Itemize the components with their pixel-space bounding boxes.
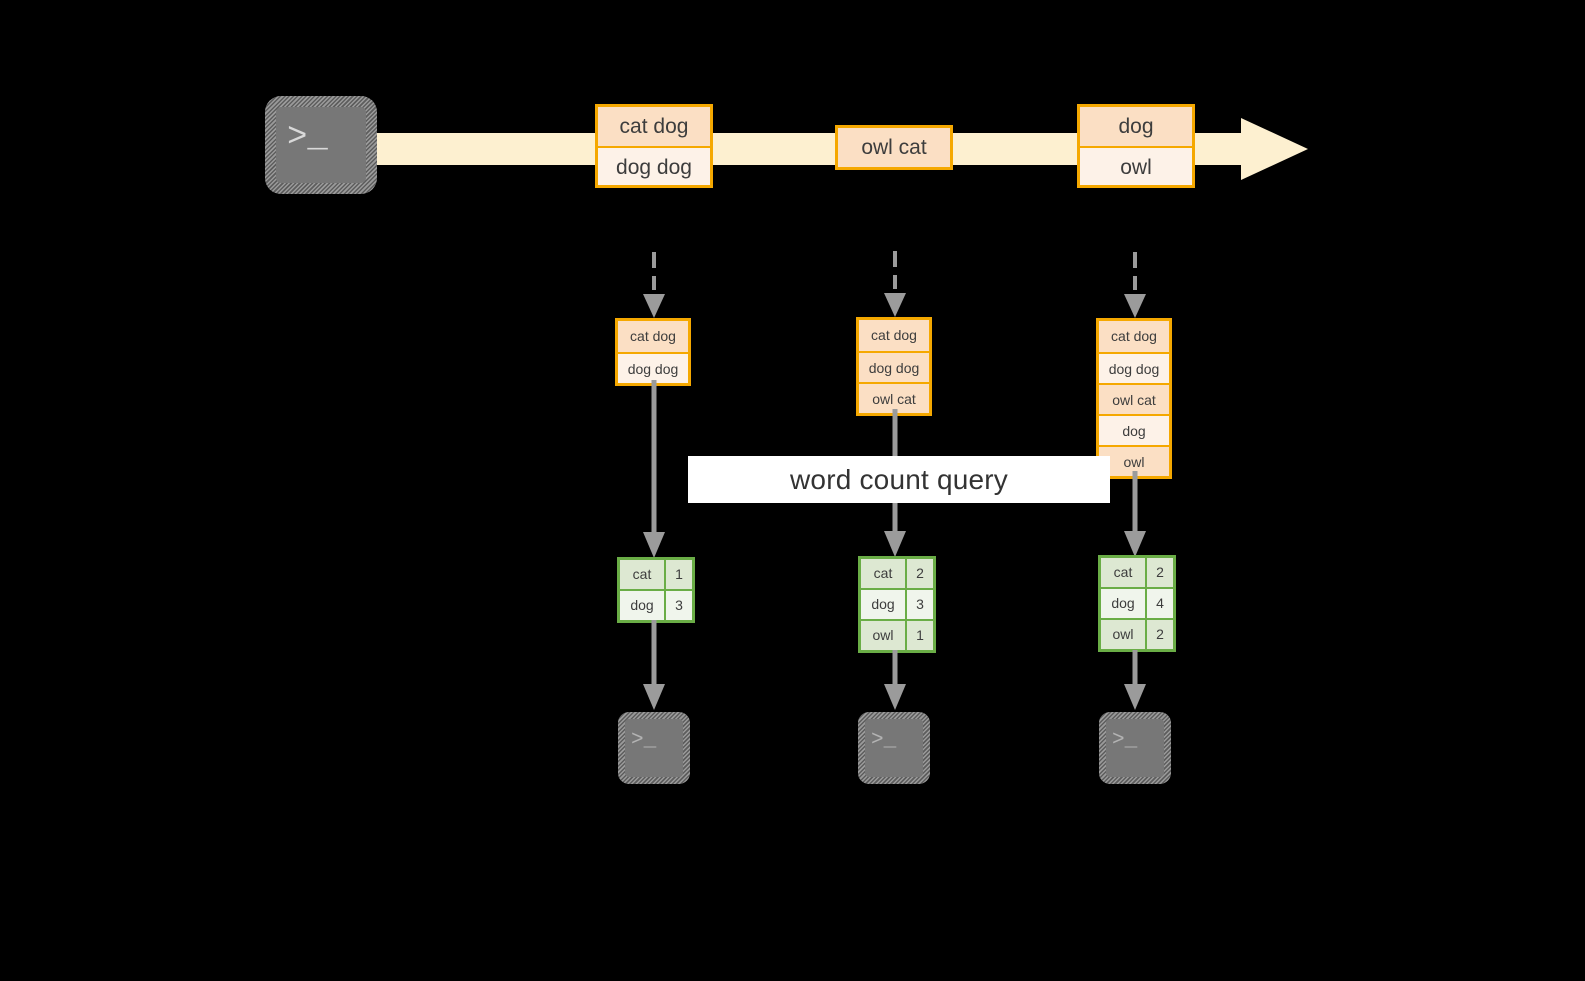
dashed-drop-arrow — [1124, 252, 1146, 318]
terminal-hatch-border — [265, 96, 377, 194]
accumulated-stack: cat dog dog dog — [615, 318, 691, 386]
sink-terminal-icon: >_ — [618, 712, 690, 784]
stack-row: dog dog — [618, 352, 688, 383]
result-count: 3 — [905, 590, 933, 619]
result-count: 1 — [905, 621, 933, 650]
terminal-prompt-glyph: >_ — [1112, 729, 1138, 752]
accumulated-stack: cat dog dog dog owl cat — [856, 317, 932, 416]
result-count: 2 — [1145, 620, 1173, 649]
query-label-text: word count query — [790, 463, 1008, 495]
stack-row: dog — [1099, 414, 1169, 445]
terminal-prompt-glyph: >_ — [287, 119, 328, 157]
table-row: cat 2 — [1101, 558, 1173, 587]
accumulated-stack: cat dog dog dog owl cat dog owl — [1096, 318, 1172, 479]
timeline-event-box: owl cat — [835, 125, 953, 170]
result-table: cat 2 dog 4 owl 2 — [1098, 555, 1176, 652]
result-word: cat — [1101, 558, 1145, 587]
terminal-prompt-glyph: >_ — [631, 729, 657, 752]
table-row: dog 3 — [620, 589, 692, 620]
terminal-hatch-border — [618, 712, 690, 784]
result-count: 4 — [1145, 589, 1173, 618]
event-line: owl — [1080, 146, 1192, 185]
sink-terminal-icon: >_ — [858, 712, 930, 784]
table-row: owl 2 — [1101, 618, 1173, 649]
sink-terminal-icon: >_ — [1099, 712, 1171, 784]
result-word: cat — [861, 559, 905, 588]
result-count: 2 — [905, 559, 933, 588]
event-line: dog — [1080, 107, 1192, 146]
timeline-event-box: dog owl — [1077, 104, 1195, 188]
table-row: cat 1 — [620, 560, 692, 589]
result-word: dog — [620, 591, 664, 620]
stack-row: cat dog — [859, 320, 929, 351]
result-word: owl — [861, 621, 905, 650]
result-table: cat 1 dog 3 — [617, 557, 695, 623]
dashed-drop-arrow — [884, 251, 906, 317]
stack-row: dog dog — [1099, 352, 1169, 383]
sink-connector-arrow — [1124, 650, 1146, 710]
result-word: dog — [861, 590, 905, 619]
source-terminal-icon: >_ — [265, 96, 377, 194]
event-line: cat dog — [598, 107, 710, 146]
query-connector-arrow — [643, 380, 665, 558]
stack-row: cat dog — [1099, 321, 1169, 352]
result-count: 1 — [664, 560, 692, 589]
terminal-prompt-glyph: >_ — [871, 729, 897, 752]
stack-row: dog dog — [859, 351, 929, 382]
result-word: owl — [1101, 620, 1145, 649]
terminal-hatch-border — [858, 712, 930, 784]
query-label-banner: word count query — [688, 456, 1110, 503]
sink-connector-arrow — [884, 650, 906, 710]
timeline-event-box: cat dog dog dog — [595, 104, 713, 188]
result-count: 3 — [664, 591, 692, 620]
table-row: dog 4 — [1101, 587, 1173, 618]
terminal-hatch-border — [1099, 712, 1171, 784]
result-word: dog — [1101, 589, 1145, 618]
result-table: cat 2 dog 3 owl 1 — [858, 556, 936, 653]
query-connector-arrow — [1124, 471, 1146, 557]
table-row: owl 1 — [861, 619, 933, 650]
table-row: dog 3 — [861, 588, 933, 619]
dashed-drop-arrow — [643, 252, 665, 318]
stack-row: owl — [1099, 445, 1169, 476]
event-line: owl cat — [838, 128, 950, 167]
table-row: cat 2 — [861, 559, 933, 588]
stack-row: owl cat — [859, 382, 929, 413]
stack-row: owl cat — [1099, 383, 1169, 414]
result-word: cat — [620, 560, 664, 589]
sink-connector-arrow — [643, 620, 665, 710]
stack-row: cat dog — [618, 321, 688, 352]
result-count: 2 — [1145, 558, 1173, 587]
event-line: dog dog — [598, 146, 710, 185]
